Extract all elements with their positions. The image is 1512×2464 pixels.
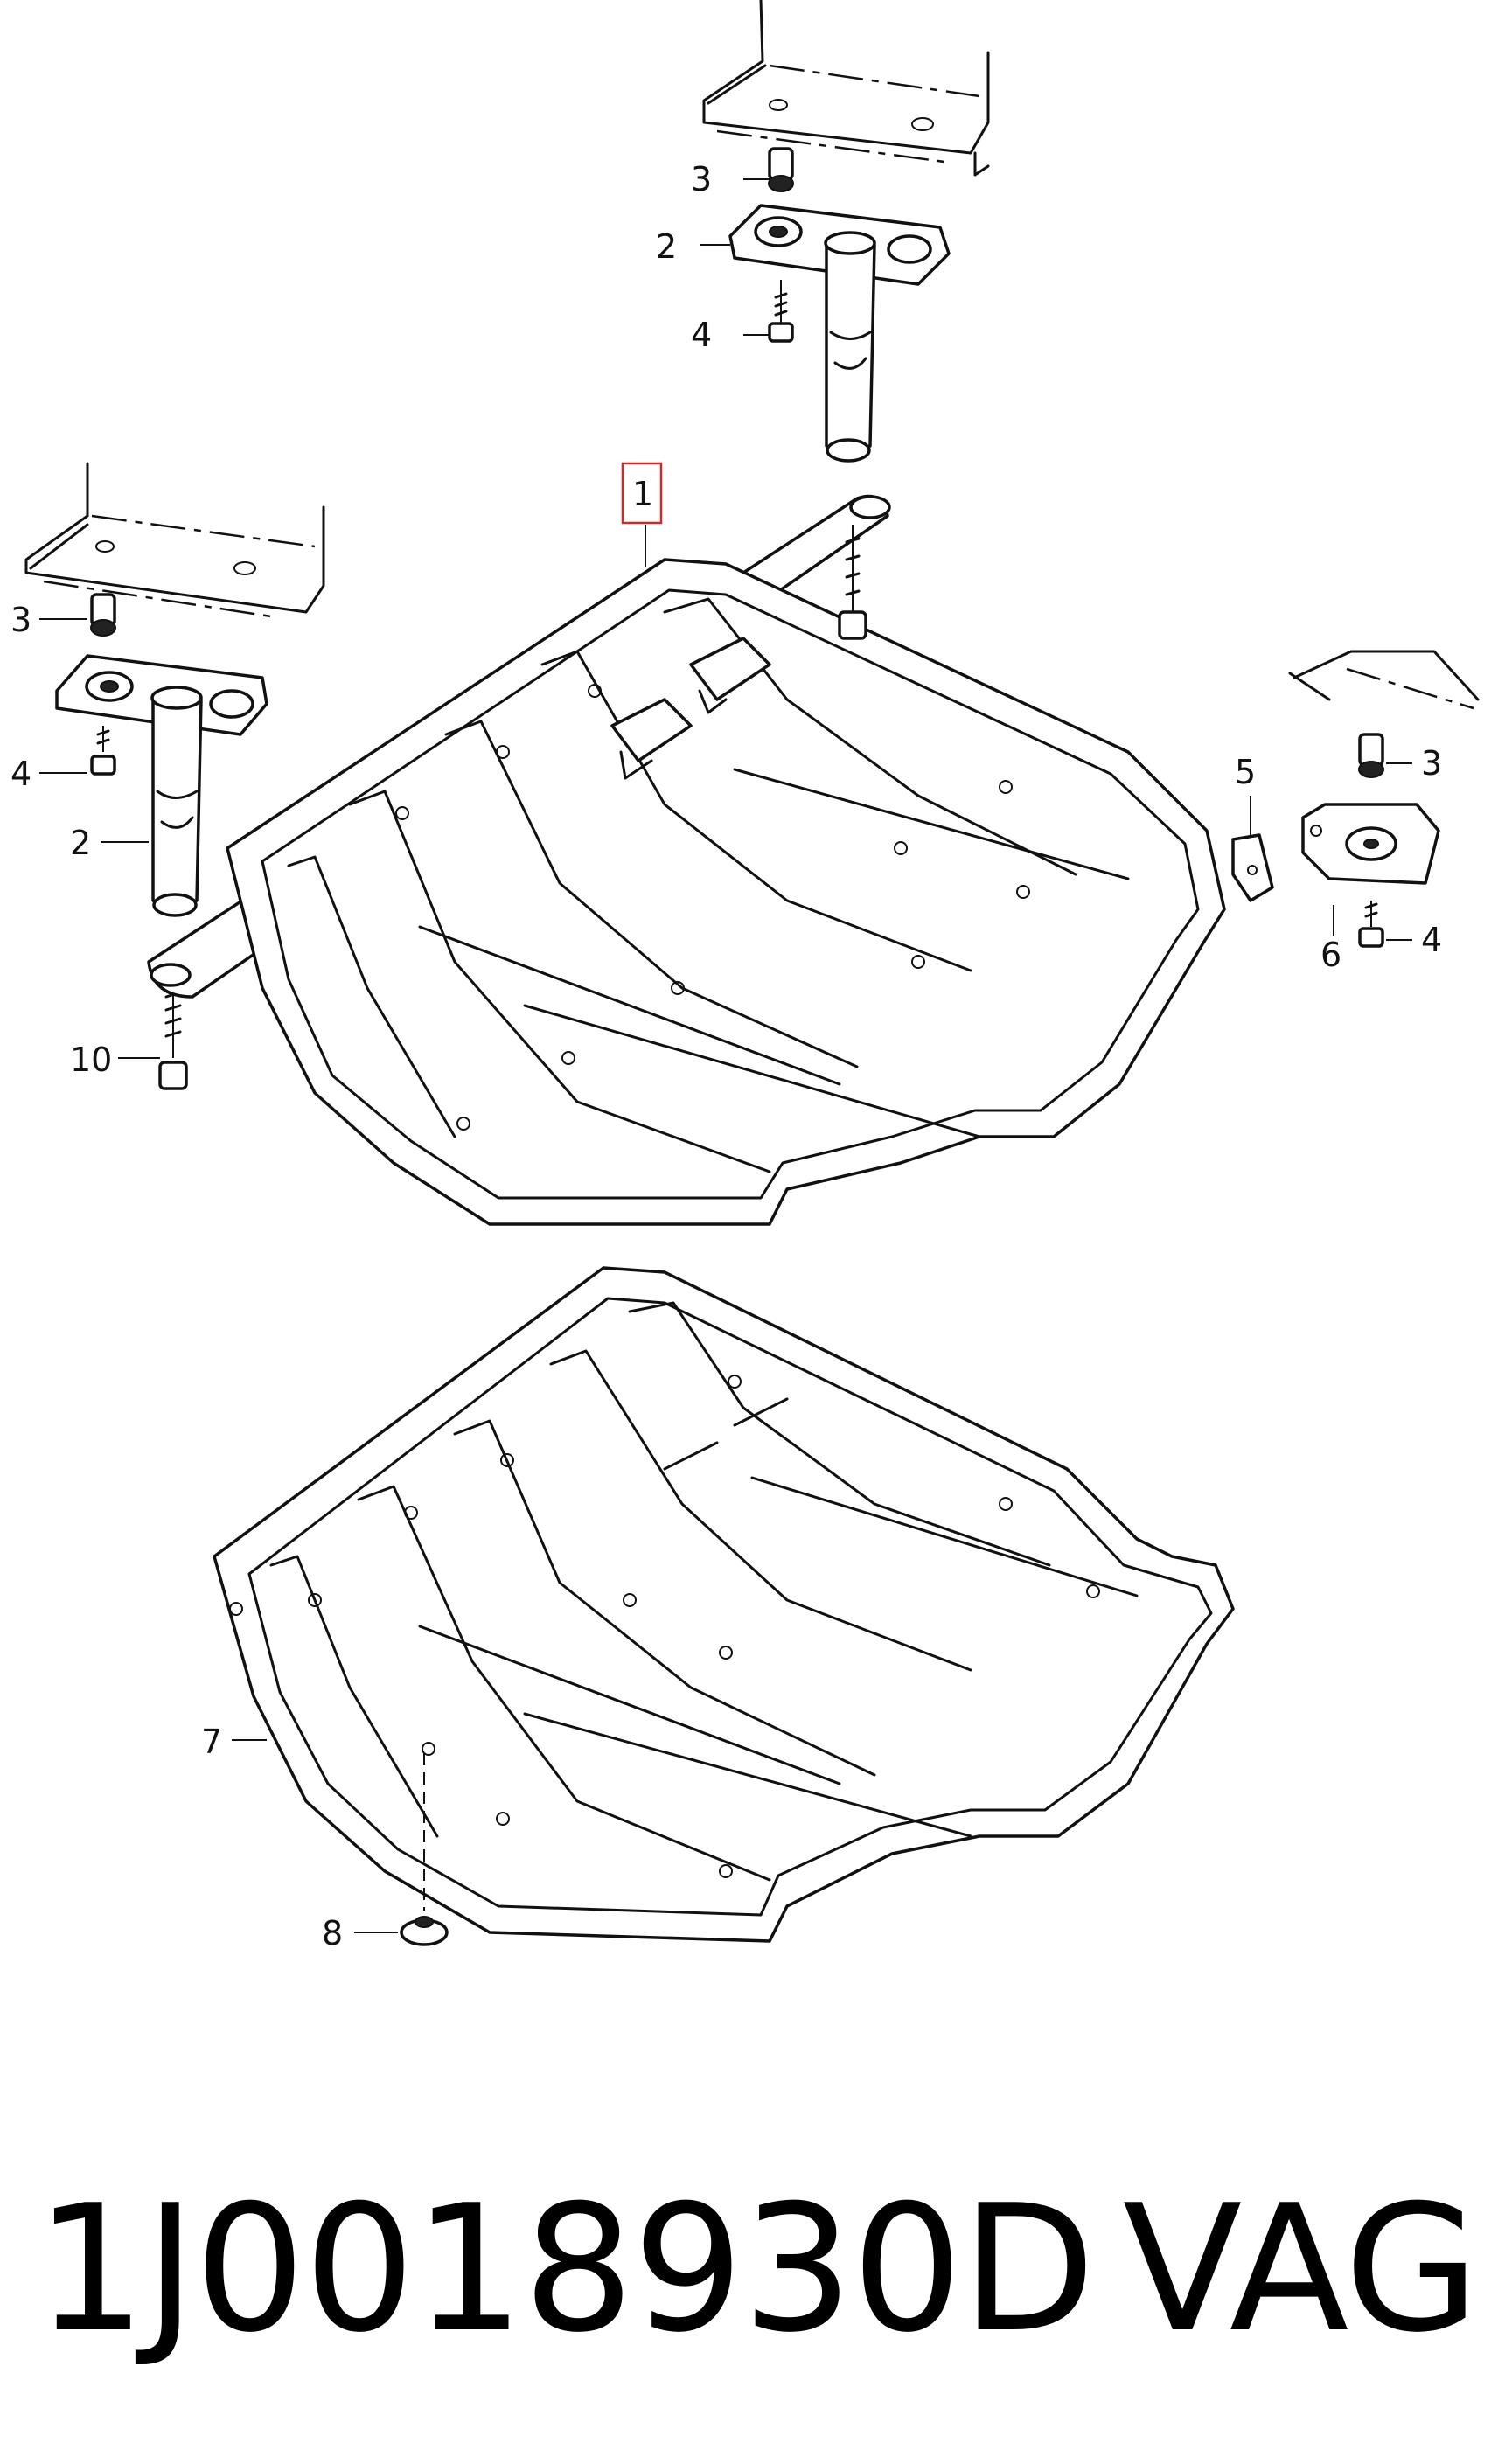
washer-bolt-left [90, 593, 116, 637]
brand-name: VAG [1122, 2167, 1480, 2371]
callout-1-highlight [621, 462, 663, 525]
bolt-shield-center [838, 525, 867, 640]
callout-4-left: 4 [10, 755, 31, 793]
bracket-6 [1301, 803, 1440, 885]
body-frame-right [1288, 650, 1480, 710]
part-footer: 1J0018930D VAG [35, 2160, 1480, 2378]
bolt-top [768, 280, 794, 343]
callout-1: 1 [632, 475, 653, 513]
body-frame-top [702, 0, 990, 177]
callout-7: 7 [201, 1723, 222, 1761]
callout-10: 10 [70, 1041, 112, 1079]
clip-8 [400, 1753, 449, 1946]
callout-3-top: 3 [691, 160, 712, 198]
washer-bolt-top [768, 147, 794, 192]
washer-bolt-right [1358, 733, 1384, 778]
bolt-left [90, 726, 116, 776]
lower-underbody-shield [213, 1266, 1235, 1943]
support-tube-left [150, 686, 203, 917]
callout-4-top: 4 [691, 316, 712, 354]
callout-2-top: 2 [656, 227, 677, 266]
callout-3-left: 3 [10, 601, 31, 639]
callout-8: 8 [322, 1914, 343, 1952]
leader-lines [39, 178, 1412, 1933]
part-number: 1J0018930D [35, 2167, 1096, 2371]
bracket-5 [1231, 833, 1274, 902]
support-tube-top [824, 231, 876, 463]
body-frame-left [24, 462, 325, 618]
callout-2-left: 2 [70, 824, 91, 862]
callout-3-right: 3 [1421, 744, 1442, 783]
callout-6: 6 [1320, 936, 1341, 974]
callout-5: 5 [1235, 753, 1256, 791]
callout-4-right: 4 [1421, 921, 1442, 959]
underbody-shield-with-crossmember [147, 494, 1226, 1226]
bolt-right [1358, 901, 1384, 948]
